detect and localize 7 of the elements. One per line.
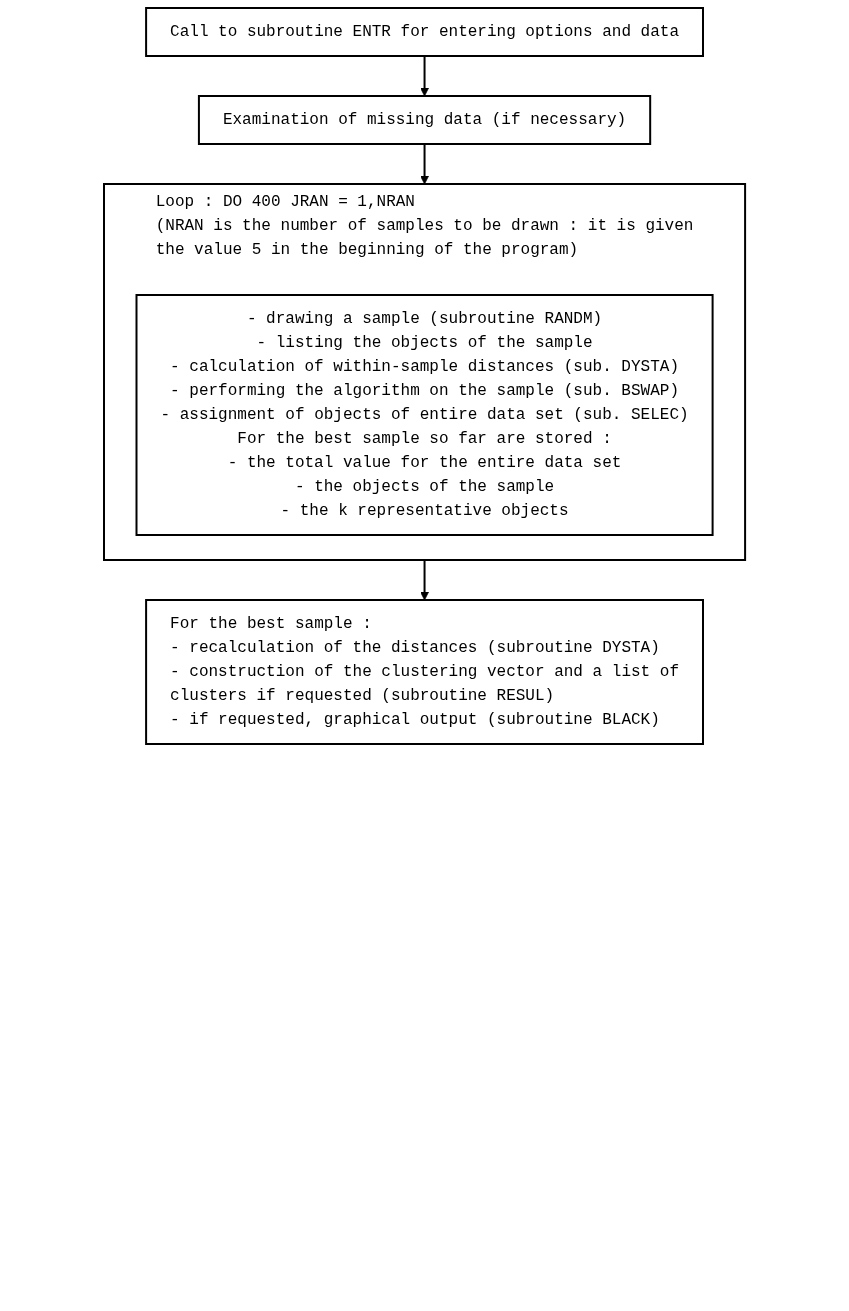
node-box: - drawing a sample (subroutine RANDM) - listing the objects of the sample - calculation of within-sample distances (sub. DYSTA) - performing the algorithm on the sample (sub. BSWAP) - assignment of objects of entire data set (sub. SELEC) For the best sample so far are stored : - the total value for the entire data set - the objects of the sample - the k representative objects — [135, 294, 714, 536]
node-box: Examination of missing data (if necessary) — [197, 95, 652, 145]
arrow — [420, 55, 429, 97]
node-box: Call to subroutine ENTR for entering options and data — [145, 7, 704, 57]
arrow — [420, 143, 429, 185]
node-box: For the best sample : - recalculation of the distances (subroutine DYSTA) - construction of the clustering vector and a list of clusters if requested (subroutine RESUL) - if requested, graphical output (subroutine BLACK) — [145, 599, 704, 745]
arrow — [420, 559, 429, 601]
